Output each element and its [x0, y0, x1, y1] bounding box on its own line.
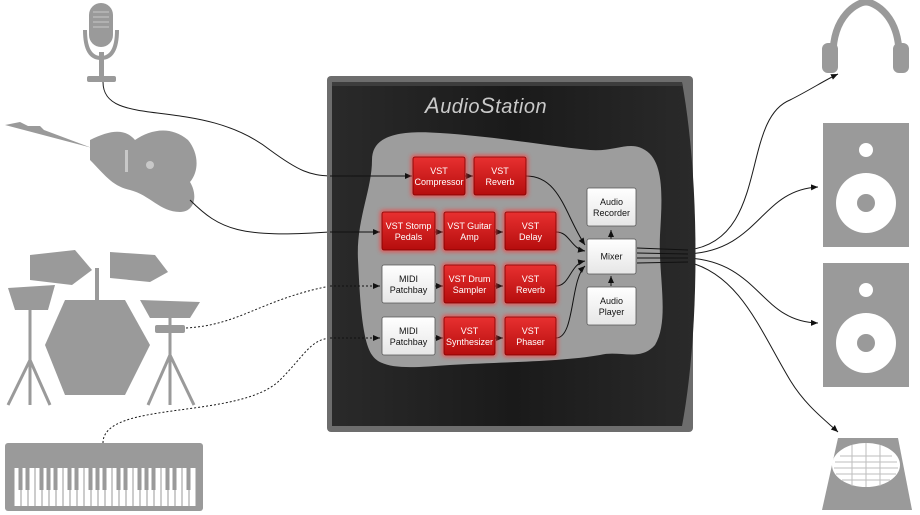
panel-title: AudioStation [423, 93, 547, 118]
output-wires [687, 73, 839, 433]
node-label-line1: Audio [600, 197, 623, 207]
node-label-line1: VST [522, 221, 540, 231]
node-label-line1: MIDI [399, 274, 418, 284]
node-label-line2: Sampler [453, 285, 487, 295]
internal-wires [330, 173, 689, 341]
node-box [381, 211, 436, 251]
node-label-line1: MIDI [399, 326, 418, 336]
node-label-line1: VST Guitar [447, 221, 491, 231]
pad-controller-icon [822, 438, 912, 510]
input-wires [102, 81, 331, 444]
node-label-line2: Player [599, 307, 625, 317]
node-box [504, 316, 557, 356]
speaker-icon [823, 123, 909, 247]
node-label-line1: VST [491, 166, 509, 176]
node-label-line1: Mixer [601, 252, 623, 262]
node-box [443, 211, 496, 251]
node-label-line2: Reverb [516, 285, 545, 295]
node-box [381, 264, 436, 304]
node-label-line2: Delay [519, 232, 543, 242]
node-label-line2: Patchbay [390, 337, 428, 347]
node-label-line2: Recorder [593, 208, 630, 218]
node-box [473, 156, 527, 196]
node-label-line1: VST [522, 274, 540, 284]
speaker-icon [823, 263, 909, 387]
node-label-line1: VST [522, 326, 540, 336]
node-label-line2: Compressor [414, 177, 463, 187]
node-label-line2: Patchbay [390, 285, 428, 295]
electric-guitar-icon [5, 122, 197, 212]
node-box [586, 238, 637, 275]
headphones-icon [822, 0, 909, 73]
node-label-line2: Phaser [516, 337, 545, 347]
node-box [504, 264, 557, 304]
node-box [586, 187, 637, 227]
node-label-line1: VST [461, 326, 479, 336]
node-label-line2: Pedals [395, 232, 423, 242]
node-box [504, 211, 557, 251]
node-label-line1: VST [430, 166, 448, 176]
node-label-line2: Reverb [485, 177, 514, 187]
drum-kit-icon [6, 250, 200, 406]
midi-keyboard-icon [5, 443, 203, 511]
node-box [412, 156, 466, 196]
node-box [586, 286, 637, 326]
microphone-icon [83, 3, 119, 82]
svg-text:AudioStation: AudioStation [423, 93, 547, 118]
node-label-line2: Amp [460, 232, 479, 242]
node-box [443, 264, 496, 304]
node-box [381, 316, 436, 356]
node-label-line1: VST Drum [449, 274, 491, 284]
node-box [443, 316, 496, 356]
node-label-line2: Synthesizer [446, 337, 493, 347]
node-mixer: Mixer [586, 238, 637, 275]
node-label-line1: Audio [600, 296, 623, 306]
node-label-line1: VST Stomp [386, 221, 432, 231]
